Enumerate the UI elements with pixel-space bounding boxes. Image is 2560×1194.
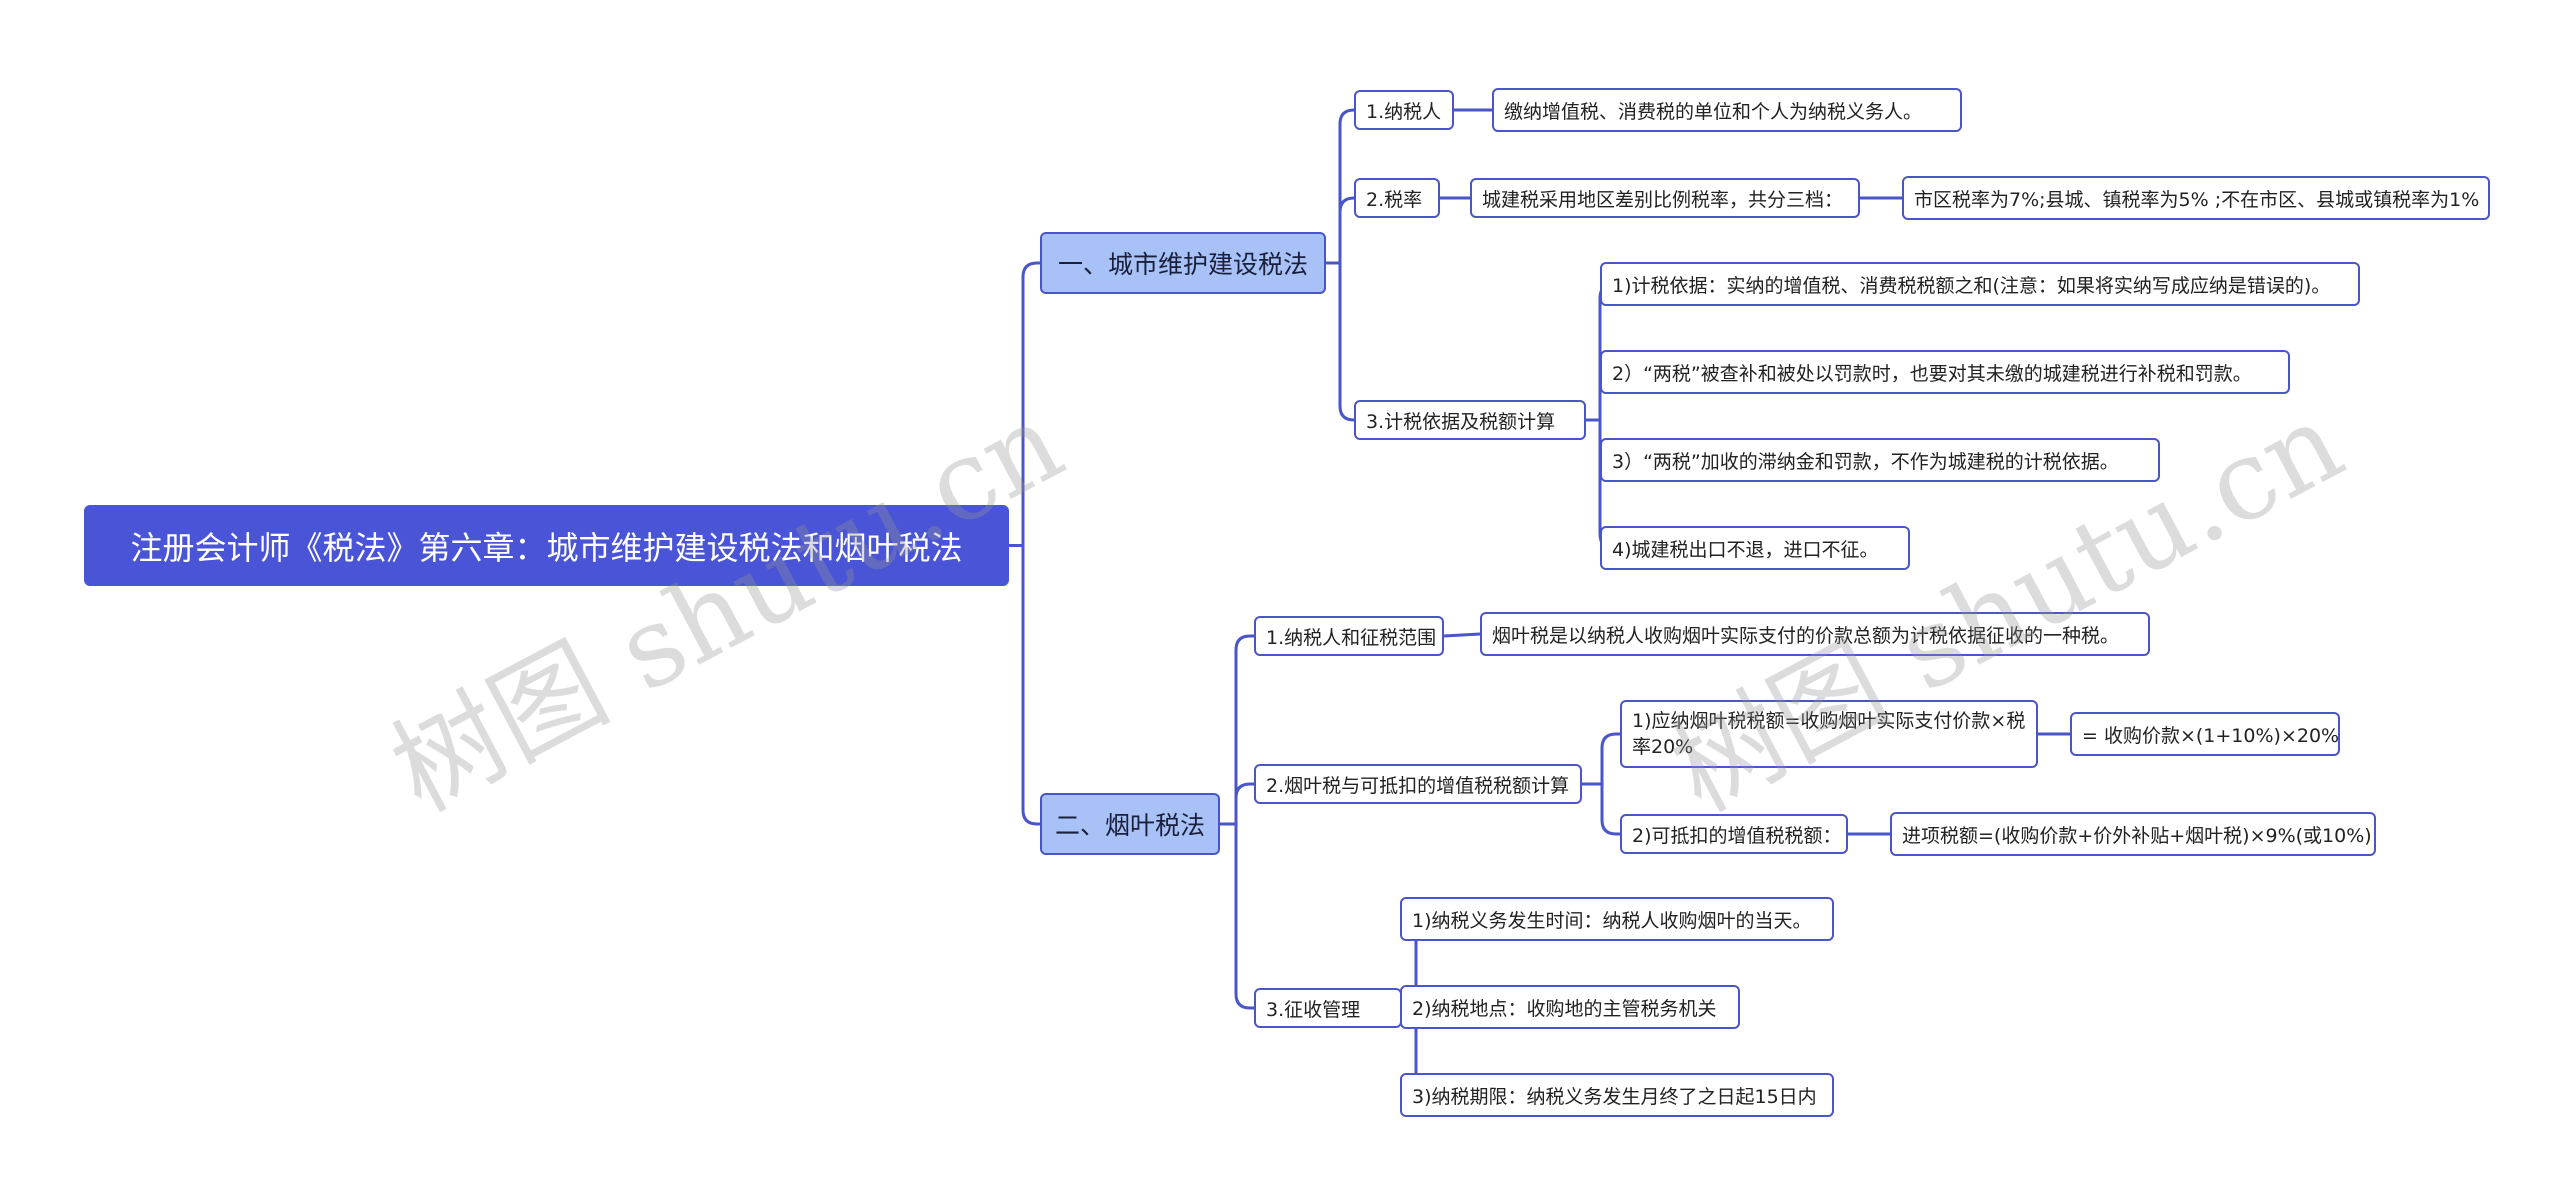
tax-rate-tiers[interactable]: 市区税率为7%;县城、镇税率为5% ;不在市区、县城或镇税率为1%	[1902, 176, 2490, 220]
connector-line	[1021, 261, 1040, 546]
topic-tax-basis[interactable]: 3.计税依据及税额计算	[1354, 400, 1586, 440]
connector-line	[1338, 263, 1355, 422]
tax-rate-detail[interactable]: 城建税采用地区差别比例税率，共分三档：	[1470, 178, 1860, 218]
tax-basis-item-1[interactable]: 1)计税依据：实纳的增值税、消费税税额之和(注意：如果将实纳写成应纳是错误的)。	[1600, 262, 2360, 306]
connector-line	[1234, 824, 1254, 1010]
connector-line	[1600, 784, 1620, 836]
collection-item-1[interactable]: 1)纳税义务发生时间：纳税人收购烟叶的当天。	[1400, 897, 1834, 941]
collection-item-2[interactable]: 2)纳税地点：收购地的主管税务机关	[1400, 985, 1740, 1029]
connector-line	[1021, 545, 1040, 826]
taxpayer-scope-detail[interactable]: 烟叶税是以纳税人收购烟叶实际支付的价款总额为计税依据征收的一种税。	[1480, 612, 2150, 656]
branch-tobacco-leaf-tax[interactable]: 二、烟叶税法	[1040, 793, 1220, 855]
deductible-vat[interactable]: 2)可抵扣的增值税税额：	[1620, 814, 1848, 854]
topic-tax-rate[interactable]: 2.税率	[1354, 178, 1440, 218]
connector-line	[1234, 782, 1254, 824]
connector-line	[1600, 732, 1620, 784]
connector-line	[1234, 634, 1254, 824]
connector-line	[1443, 632, 1481, 638]
tax-basis-item-3[interactable]: 3）“两税”加收的滞纳金和罚款，不作为城建税的计税依据。	[1600, 438, 2160, 482]
tobacco-tax-formula-expanded[interactable]: = 收购价款×(1+10%)×20%	[2070, 712, 2340, 756]
topic-tax-calculation[interactable]: 2.烟叶税与可抵扣的增值税税额计算	[1254, 764, 1582, 804]
tax-basis-item-2[interactable]: 2）“两税”被查补和被处以罚款时，也要对其未缴的城建税进行补税和罚款。	[1600, 350, 2290, 394]
connector-line	[1338, 196, 1355, 263]
tax-basis-item-4[interactable]: 4)城建税出口不退，进口不征。	[1600, 526, 1910, 570]
collection-item-3[interactable]: 3)纳税期限：纳税义务发生月终了之日起15日内	[1400, 1073, 1834, 1117]
branch-urban-maintenance-tax[interactable]: 一、城市维护建设税法	[1040, 232, 1326, 294]
connector-line	[1338, 108, 1355, 263]
taxpayer-detail[interactable]: 缴纳增值税、消费税的单位和个人为纳税义务人。	[1492, 88, 1962, 132]
tobacco-tax-formula[interactable]: 1)应纳烟叶税税额=收购烟叶实际支付价款×税率20%	[1620, 700, 2038, 768]
root-node[interactable]: 注册会计师《税法》第六章：城市维护建设税法和烟叶税法	[84, 505, 1009, 586]
deductible-vat-formula[interactable]: 进项税额=(收购价款+价外补贴+烟叶税)×9%(或10%)	[1890, 812, 2376, 856]
topic-collection-management[interactable]: 3.征收管理	[1254, 988, 1402, 1028]
topic-taxpayer-scope[interactable]: 1.纳税人和征税范围	[1254, 616, 1444, 656]
topic-taxpayer[interactable]: 1.纳税人	[1354, 90, 1454, 130]
